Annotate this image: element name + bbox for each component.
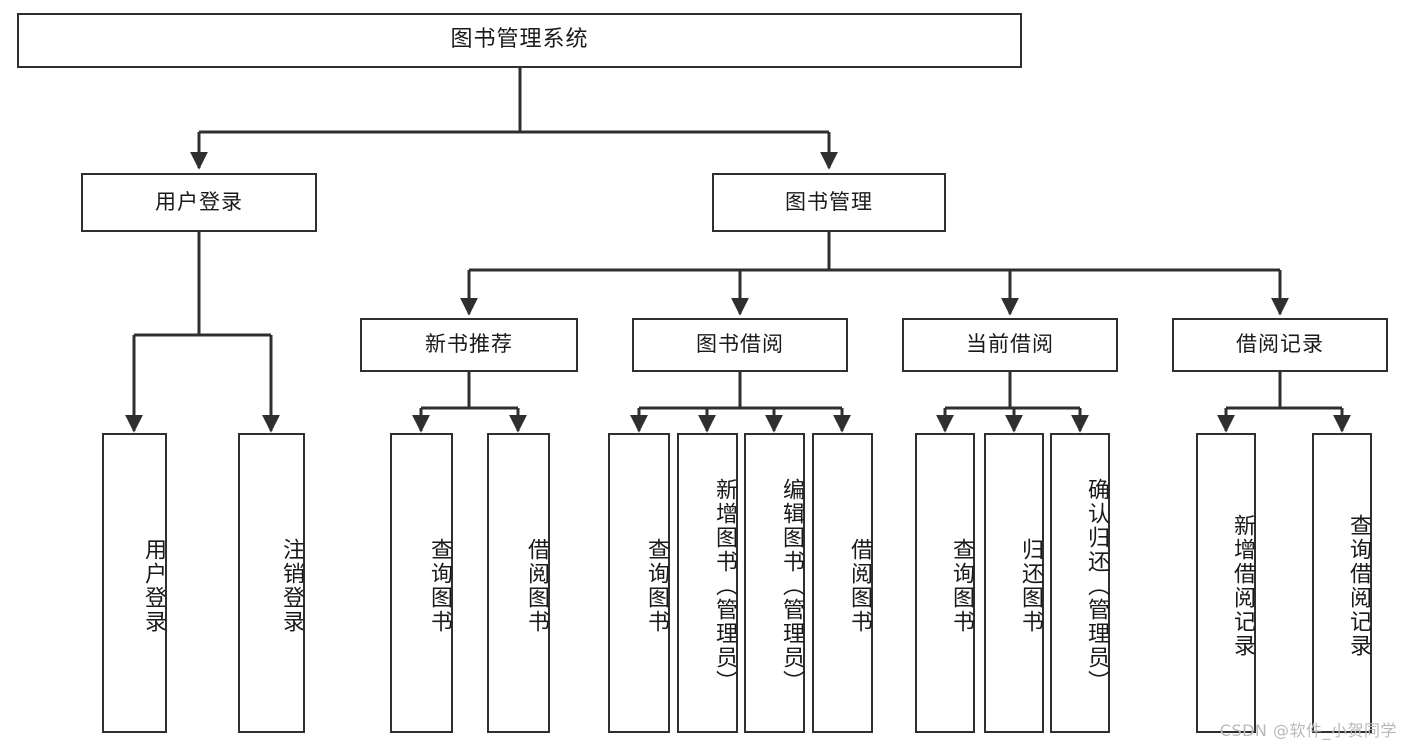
leaf-new-book-borrow[interactable]: 借阅图书 [487,433,550,733]
leaf-label: 查询图书 [949,538,974,634]
leaf-label: 用户登录 [141,538,166,634]
leaf-label: 编辑图书（管理员） [779,478,804,694]
node-current-borrow[interactable]: 当前借阅 [902,318,1118,372]
leaf-user-login-logout[interactable]: 注销登录 [238,433,305,733]
leaf-label: 查询图书 [427,538,452,634]
node-book-borrow[interactable]: 图书借阅 [632,318,848,372]
node-borrow-record[interactable]: 借阅记录 [1172,318,1388,372]
leaf-book-borrow-borrow[interactable]: 借阅图书 [812,433,873,733]
leaf-label: 新增图书（管理员） [712,478,737,694]
node-root-system[interactable]: 图书管理系统 [17,13,1022,68]
leaf-label: 借阅图书 [524,538,549,634]
leaf-label: 注销登录 [279,538,304,634]
watermark-text: CSDN @软件_小贺同学 [1219,721,1397,740]
leaf-user-login-login[interactable]: 用户登录 [102,433,167,733]
leaf-label: 借阅图书 [847,538,872,634]
leaf-label: 新增借阅记录 [1230,514,1255,658]
leaf-new-book-query[interactable]: 查询图书 [390,433,453,733]
node-new-book-recommend[interactable]: 新书推荐 [360,318,578,372]
leaf-current-borrow-confirm-return[interactable]: 确认归还（管理员） [1050,433,1110,733]
leaf-label: 确认归还（管理员） [1084,478,1109,694]
node-book-management[interactable]: 图书管理 [712,173,946,232]
leaf-current-borrow-query[interactable]: 查询图书 [915,433,975,733]
leaf-book-borrow-add[interactable]: 新增图书（管理员） [677,433,738,733]
leaf-book-borrow-query[interactable]: 查询图书 [608,433,670,733]
node-user-login[interactable]: 用户登录 [81,173,317,232]
leaf-borrow-record-add[interactable]: 新增借阅记录 [1196,433,1256,733]
leaf-current-borrow-return[interactable]: 归还图书 [984,433,1044,733]
leaf-borrow-record-query[interactable]: 查询借阅记录 [1312,433,1372,733]
leaf-label: 查询图书 [644,538,669,634]
leaf-label: 查询借阅记录 [1346,514,1371,658]
leaf-label: 归还图书 [1018,538,1043,634]
leaf-book-borrow-edit[interactable]: 编辑图书（管理员） [744,433,805,733]
